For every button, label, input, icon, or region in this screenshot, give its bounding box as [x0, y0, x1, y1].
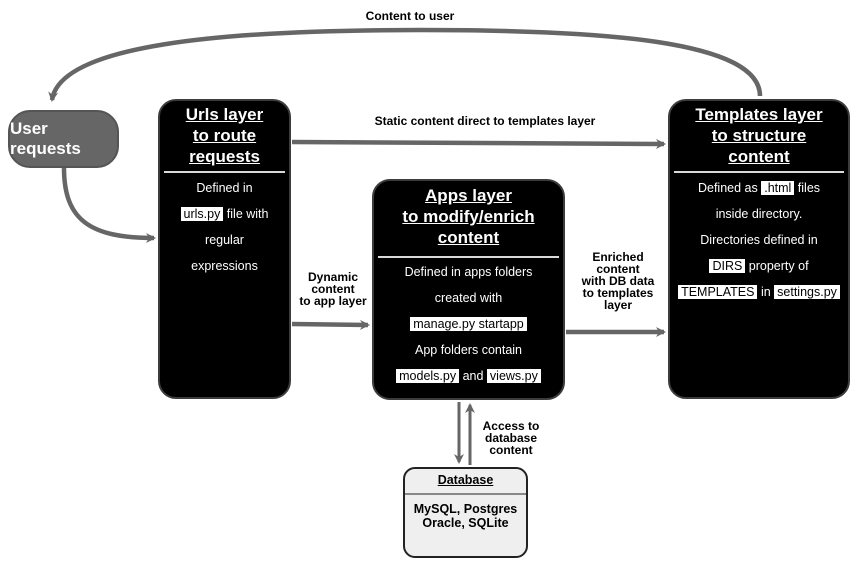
label-access-db: Access to database content	[478, 420, 544, 456]
body-line: MySQL, Postgres	[413, 501, 518, 516]
apps-layer-title: Apps layer to modify/enrich content	[374, 181, 563, 256]
label-line: with DB data	[581, 274, 655, 288]
code-models-py: models.py	[396, 369, 460, 383]
body-line: expressions	[160, 253, 289, 279]
line-text: App folders contain	[414, 343, 522, 357]
title-line: content	[728, 147, 790, 166]
urls-layer-node: Urls layer to route requests Defined in …	[158, 99, 291, 399]
line-text: Directories defined in	[700, 233, 818, 247]
database-title: Database	[437, 473, 494, 487]
divider	[164, 171, 285, 173]
title-line: Apps layer	[425, 186, 512, 205]
title-line: requests	[189, 147, 260, 166]
divider	[674, 171, 844, 173]
label-static-content: Static content direct to templates layer	[374, 114, 596, 128]
templates-layer-body: Defined as .html files inside directory.…	[670, 173, 848, 305]
body-line: regular	[160, 227, 289, 253]
title-line: Templates layer	[695, 105, 823, 124]
line-text: and	[459, 369, 487, 383]
label-line: Access to	[482, 419, 540, 433]
title-line: to route	[192, 126, 257, 145]
label-line: to app layer	[299, 294, 367, 308]
body-line: urls.py file with	[160, 201, 289, 227]
body-line: TEMPLATES in settings.py	[670, 279, 848, 305]
urls-layer-title: Urls layer to route requests	[160, 101, 289, 171]
apps-layer-body: Defined in apps folders created with man…	[374, 258, 563, 389]
divider	[405, 493, 526, 495]
body-line: models.py and views.py	[374, 363, 563, 389]
title-line: to modify/enrich	[402, 207, 535, 226]
arrow-content-to-user	[48, 27, 763, 102]
label-line: layer	[603, 298, 633, 312]
label-line: content	[311, 282, 355, 296]
body-line: Defined in apps folders	[374, 259, 563, 285]
body-line: Directories defined in	[670, 227, 848, 253]
code-dirs: DIRS	[709, 259, 746, 273]
code-manage-py-startapp: manage.py startapp	[410, 317, 527, 331]
code-views-py: views.py	[486, 369, 541, 383]
database-body: MySQL, Postgres Oracle, SQLite	[405, 495, 526, 530]
title-line: content	[437, 228, 500, 247]
label-line: content	[489, 443, 533, 457]
label-line: database	[484, 431, 538, 445]
line-text: in	[757, 285, 775, 299]
label-line: Enriched	[592, 250, 644, 264]
body-line: Defined in	[160, 175, 289, 201]
title-line: to structure	[711, 126, 807, 145]
arrow-dynamic-content	[291, 319, 370, 330]
label-line: to templates	[582, 286, 654, 300]
body-line: App folders contain	[374, 337, 563, 363]
divider	[378, 256, 559, 258]
user-requests-node: User requests	[8, 110, 119, 168]
code-templates: TEMPLATES	[678, 285, 758, 299]
body-line: inside directory.	[670, 201, 848, 227]
line-text: property of	[745, 259, 809, 273]
arrow-user-to-urls	[61, 167, 156, 243]
label-content-to-user: Content to user	[365, 9, 455, 23]
body-line: DIRS property of	[670, 253, 848, 279]
code-html: .html	[761, 181, 795, 195]
body-line: Defined as .html files	[670, 175, 848, 201]
line-text: files	[794, 181, 821, 195]
label-line: Dynamic	[307, 270, 359, 284]
body-line: manage.py startapp	[374, 311, 563, 337]
code-settings-py: settings.py	[774, 285, 840, 299]
line-text: created with	[434, 291, 503, 305]
line-text: Defined in	[196, 181, 253, 195]
apps-layer-node: Apps layer to modify/enrich content Defi…	[372, 179, 565, 400]
code-urls-py: urls.py	[180, 207, 224, 221]
line-text: inside directory.	[715, 207, 803, 221]
line-text: Defined in apps folders	[404, 265, 533, 279]
database-node: Database MySQL, Postgres Oracle, SQLite	[403, 467, 528, 558]
arrow-static-content	[291, 138, 666, 149]
label-enriched-content: Enriched content with DB data to templat…	[572, 251, 664, 311]
line-text: Defined as	[697, 181, 762, 195]
body-line: created with	[374, 285, 563, 311]
label-line: content	[596, 262, 640, 276]
user-requests-label: User requests	[10, 119, 81, 158]
line-text: file with	[223, 207, 269, 221]
label-dynamic-content: Dynamic content to app layer	[293, 271, 373, 307]
line-text: expressions	[191, 259, 258, 273]
templates-layer-node: Templates layer to structure content Def…	[668, 99, 850, 399]
templates-layer-title: Templates layer to structure content	[670, 101, 848, 171]
title-line: Urls layer	[185, 105, 264, 124]
body-line: Oracle, SQLite	[422, 515, 509, 530]
urls-layer-body: Defined in urls.py file with regular exp…	[160, 173, 289, 279]
line-text: regular	[205, 233, 244, 247]
